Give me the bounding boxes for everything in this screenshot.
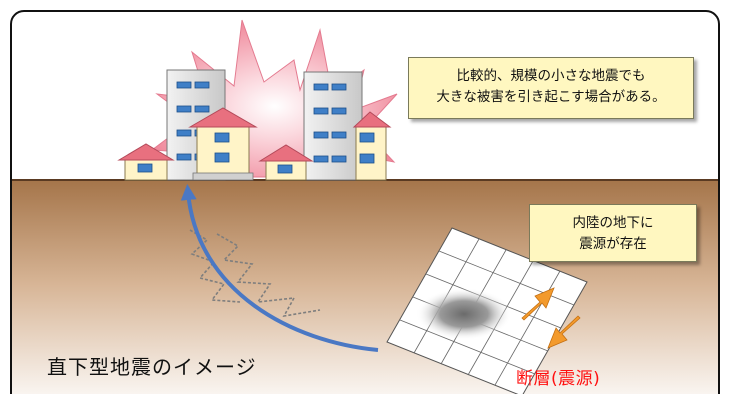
callout-source-line-1: 内陸の地下に [572,215,654,231]
diagram-frame: 比較的、規模の小さな地震でも 大きな被害を引き起こす場合がある。 内陸の地下に … [10,10,720,394]
house-right [352,111,392,181]
callout-source-line-2: 震源が存在 [579,236,647,252]
house-center [188,107,258,181]
hypocenter-blur [416,288,512,340]
callout-damage-line-1: 比較的、規模の小さな地震でも [456,68,646,84]
right-building [303,71,363,181]
diagram-title: 直下型地震のイメージ [47,355,257,379]
seismic-wave-left [189,229,241,303]
seismic-wave-right [216,233,321,318]
callout-damage-line-2: 大きな被害を引き起こす場合がある。 [436,89,666,105]
callout-damage-note: 比較的、規模の小さな地震でも 大きな被害を引き起こす場合がある。 [408,57,694,119]
fault-slip-arrow-down [547,315,581,349]
fault-label: 断層(震源) [516,369,601,389]
fault-slip-arrow-up [521,287,555,321]
house-left [117,143,175,181]
callout-source-note: 内陸の地下に 震源が存在 [529,204,697,262]
house-middle [258,144,314,181]
seismic-propagation-arrow [180,184,379,352]
